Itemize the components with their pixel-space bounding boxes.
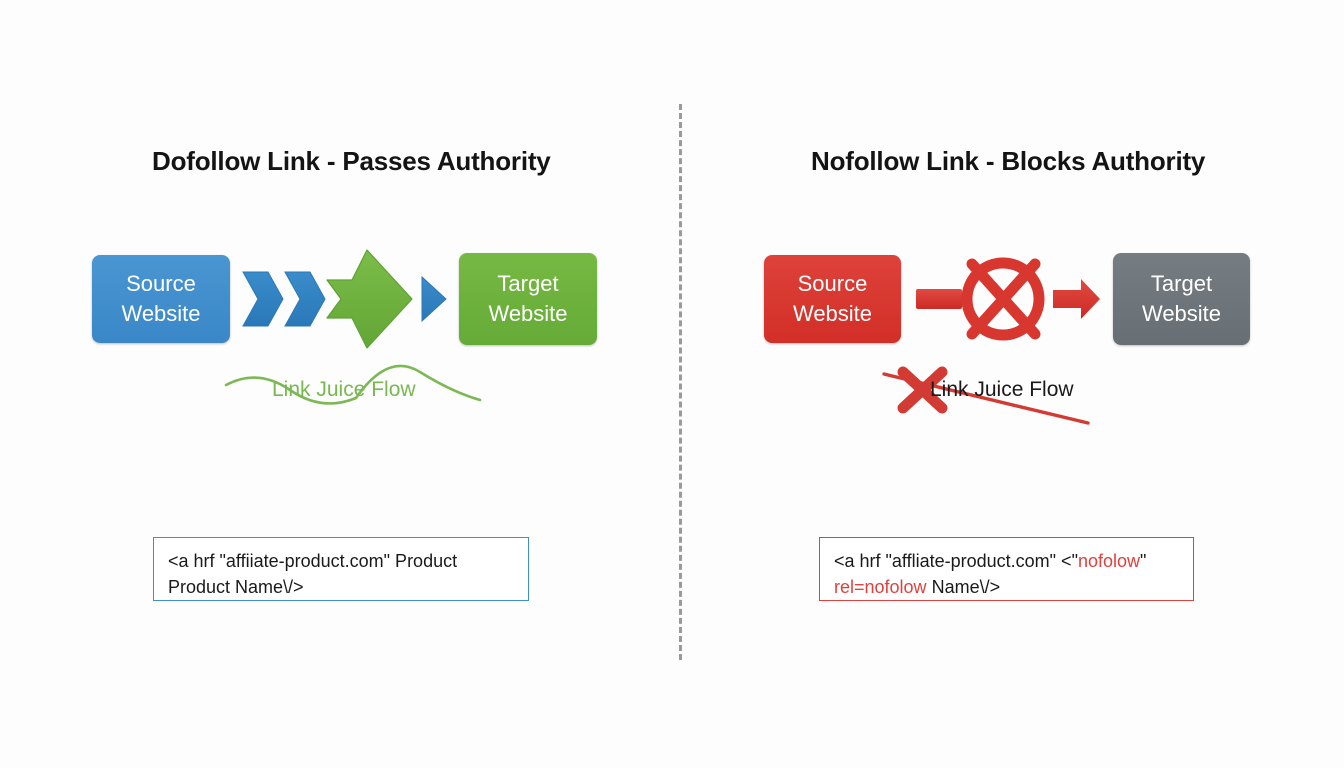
right-red-arrow-icon xyxy=(1053,279,1100,319)
right-target-website-box: Target Website xyxy=(1113,253,1250,345)
right-source-label-line2: Website xyxy=(792,301,873,326)
left-blue-triangle-icon xyxy=(421,275,447,323)
left-target-website-box: Target Website xyxy=(459,253,597,345)
right-target-label-line2: Website xyxy=(1141,301,1222,326)
left-code-line1: <a hrf "affiiate-product.com" Product xyxy=(168,551,458,571)
left-source-label-line2: Website xyxy=(121,301,201,326)
left-panel-title: Dofollow Link - Passes Authority xyxy=(152,146,551,176)
left-code-snippet-box: <a hrf "affiiate-product.com" Product Pr… xyxy=(153,537,529,601)
panel-divider xyxy=(679,104,682,660)
left-link-juice-flow-label: Link Juice Flow xyxy=(272,378,416,401)
left-code-line2: Product Name\/> xyxy=(168,577,304,597)
right-target-label-line1: Target xyxy=(1150,271,1213,296)
right-red-bar-icon xyxy=(916,289,962,309)
left-chevron-2-icon xyxy=(284,271,326,327)
right-code-line1-prefix: <a hrf "affliate-product.com" <" xyxy=(834,551,1078,571)
right-code-line2-suffix: Name\/> xyxy=(926,577,1001,597)
left-source-label-line1: Source xyxy=(126,271,196,296)
left-target-label-line1: Target xyxy=(497,271,559,296)
right-link-juice-flow-label: Link Juice Flow xyxy=(930,378,1074,401)
left-target-label-line2: Website xyxy=(488,301,568,326)
right-source-website-box: Source Website xyxy=(764,255,901,343)
left-green-arrow-icon xyxy=(326,249,413,349)
right-code-nofollow-token: nofolow xyxy=(1077,551,1141,571)
right-blocked-circle-icon xyxy=(961,257,1045,341)
left-source-website-box: Source Website xyxy=(92,255,230,343)
right-code-snippet-box: <a hrf "affliate-product.com" <"nofolow"… xyxy=(819,537,1194,601)
right-panel-title: Nofollow Link - Blocks Authority xyxy=(811,146,1206,176)
left-chevron-1-icon xyxy=(242,271,284,327)
right-code-line1-suffix: " xyxy=(1140,551,1147,571)
right-code-rel-nofollow-token: rel=nofolow xyxy=(834,577,927,597)
right-source-label-line1: Source xyxy=(797,271,868,296)
